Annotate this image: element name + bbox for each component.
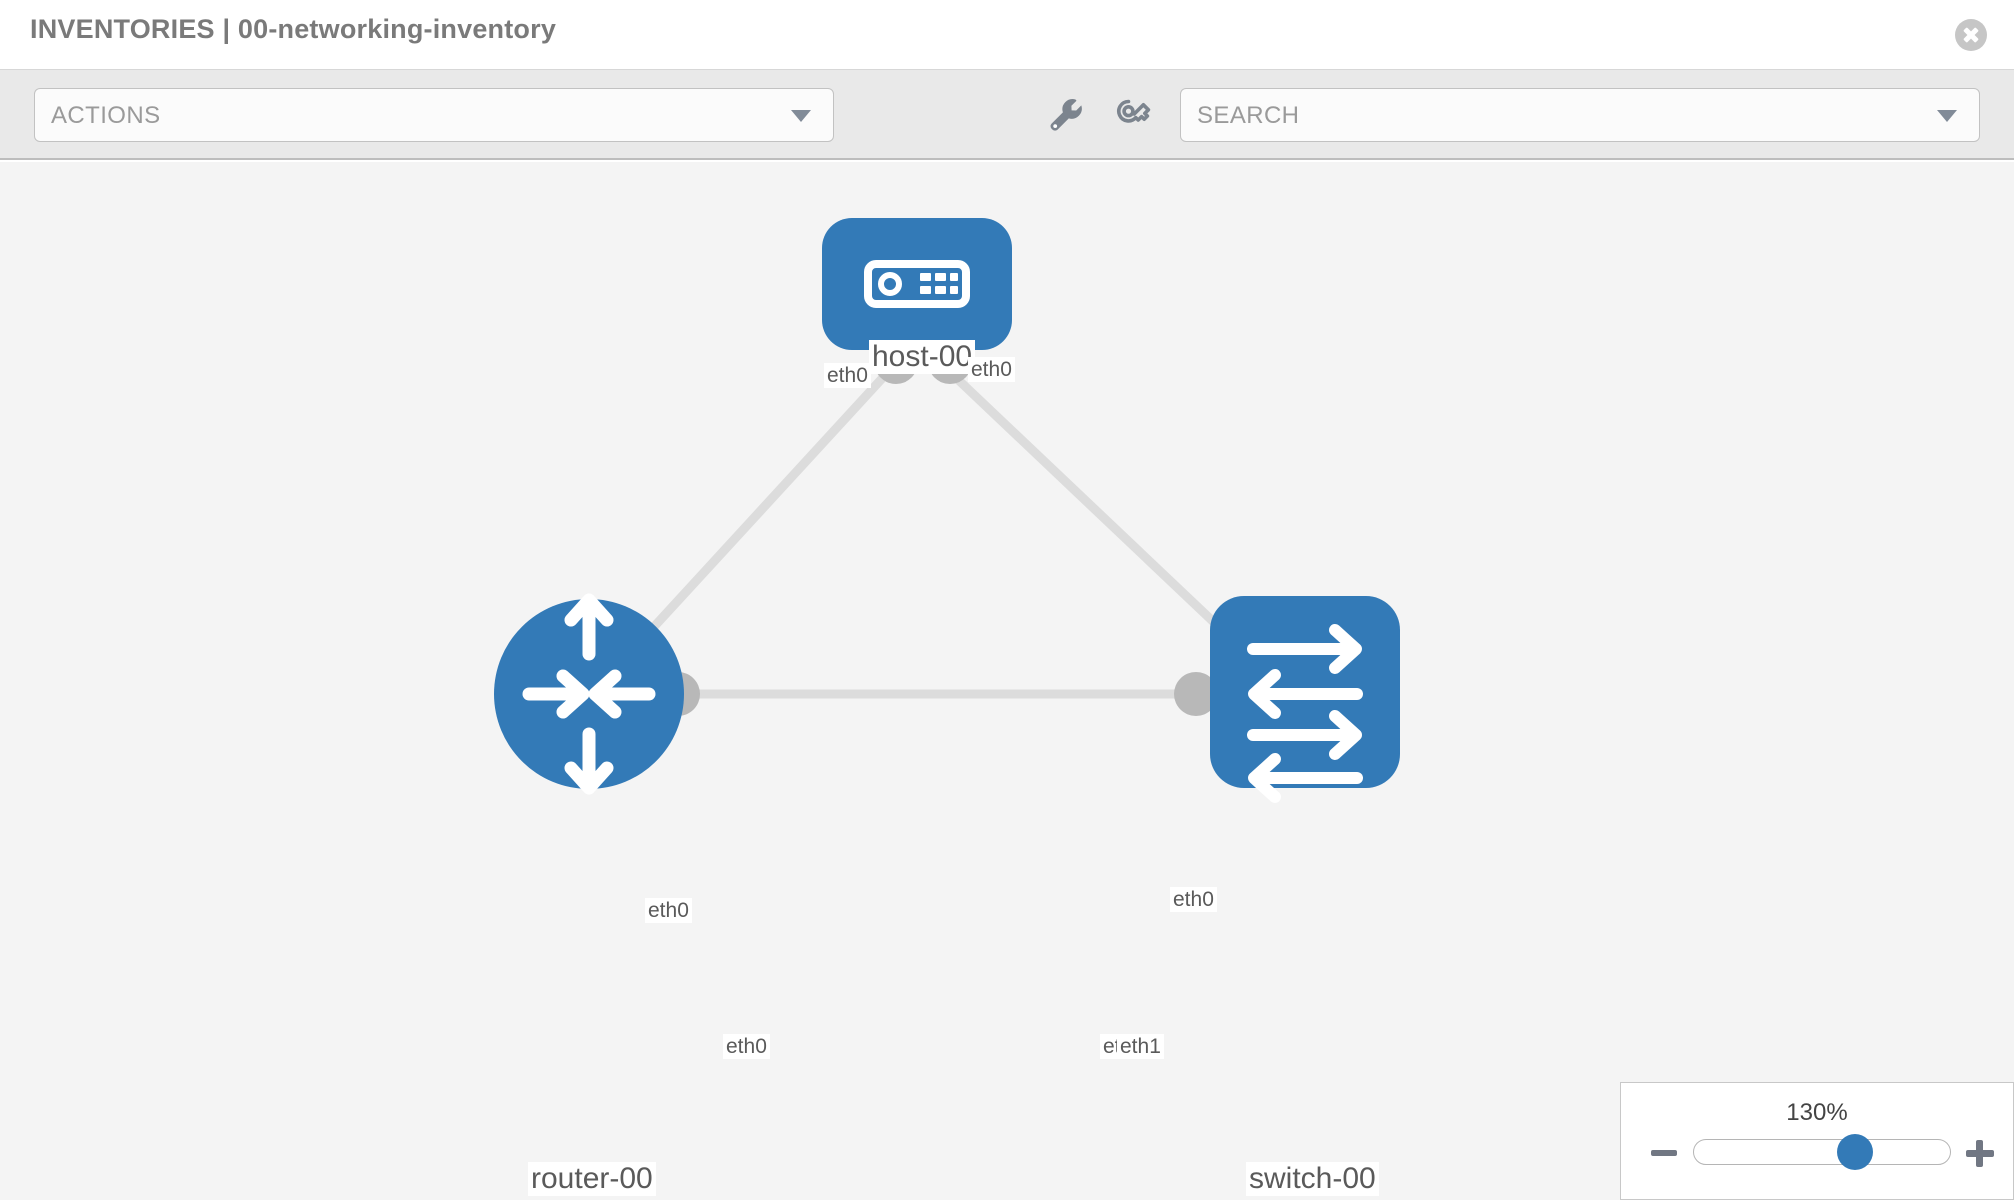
- key-icon[interactable]: [1110, 92, 1156, 138]
- topology-canvas[interactable]: host-00 router-00 switch-00 eth0 eth0 et…: [0, 162, 2014, 1200]
- link-host-switch: [946, 368, 1244, 651]
- wrench-icon[interactable]: [1042, 92, 1088, 138]
- page-title: INVENTORIES | 00-networking-inventory: [30, 14, 557, 44]
- iface-label-router-eth0-east: eth0: [723, 1034, 770, 1059]
- search-input[interactable]: SEARCH: [1180, 88, 1980, 142]
- zoom-out-button[interactable]: [1649, 1138, 1679, 1168]
- zoom-in-button[interactable]: [1965, 1138, 1995, 1168]
- node-router-00[interactable]: [494, 593, 684, 795]
- actions-dropdown-label: ACTIONS: [51, 102, 161, 129]
- zoom-control-panel: 130%: [1620, 1082, 2014, 1200]
- iface-label-switch-eth0-uplink: eth0: [1170, 887, 1217, 912]
- link-host-router: [636, 368, 892, 646]
- node-label-router-00: router-00: [528, 1162, 656, 1196]
- close-icon[interactable]: [1955, 19, 1987, 51]
- key-icon-svg: [1117, 99, 1151, 123]
- connector-switch-west: [1174, 672, 1218, 716]
- node-label-switch-00: switch-00: [1246, 1162, 1379, 1196]
- node-switch-00[interactable]: [1210, 596, 1400, 803]
- zoom-slider-thumb[interactable]: [1837, 1134, 1874, 1170]
- minus-icon: [1651, 1150, 1677, 1156]
- node-label-host-00: host-00: [869, 340, 976, 374]
- search-input-value: SEARCH: [1197, 102, 1300, 129]
- chevron-down-icon: [1937, 110, 1957, 122]
- wrench-icon-svg: [1050, 99, 1082, 131]
- iface-label-router-eth0-uplink: eth0: [645, 898, 692, 923]
- toolbar: ACTIONS SEARCH: [0, 70, 2014, 160]
- topology-links: [636, 368, 1244, 699]
- zoom-level-label: 130%: [1786, 1099, 1848, 1126]
- chevron-down-icon: [791, 110, 811, 122]
- iface-label-host-eth0-left: eth0: [824, 363, 871, 388]
- page-header: INVENTORIES | 00-networking-inventory: [0, 0, 2014, 70]
- iface-label-switch-eth1: eth1: [1117, 1034, 1164, 1059]
- node-host-00[interactable]: [822, 218, 1012, 350]
- plus-icon-vertical: [1976, 1140, 1983, 1167]
- actions-dropdown[interactable]: ACTIONS: [34, 88, 834, 142]
- iface-label-host-eth0-right: eth0: [968, 357, 1015, 382]
- topology-graph: [494, 218, 1400, 803]
- zoom-slider[interactable]: [1693, 1134, 1951, 1170]
